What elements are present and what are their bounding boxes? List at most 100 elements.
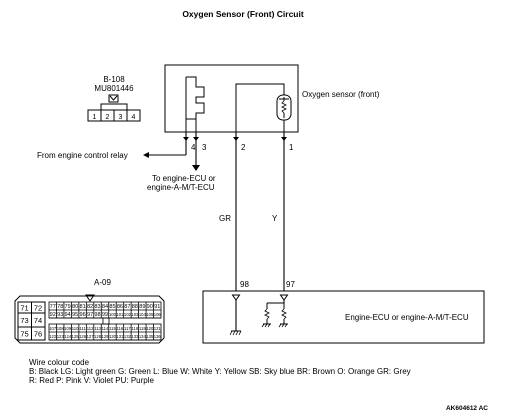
legend-title: Wire colour code bbox=[29, 358, 90, 367]
connector-a09-pin: 98 bbox=[94, 312, 100, 318]
engine-ecu: 98 97 Engine-ECU or engine-A-M/T-ECU bbox=[202, 280, 485, 344]
connector-a09-pin: 101 bbox=[116, 312, 124, 317]
connector-a09-pin: 114 bbox=[102, 326, 109, 331]
connector-a09-pin: 99 bbox=[102, 312, 108, 318]
connector-a09-pin: 89 bbox=[139, 304, 145, 310]
to-ecu-label-line-1: To engine-ECU or bbox=[152, 174, 216, 183]
connector-a09-big-pin: 76 bbox=[34, 330, 42, 339]
connector-a09-big-pin: 74 bbox=[34, 316, 42, 325]
sensor-terminal-2: 2 bbox=[241, 143, 246, 152]
from-relay-label: From engine control relay bbox=[37, 151, 128, 160]
connector-b108-pin-3: 3 bbox=[119, 114, 123, 121]
connector-a09-pin: 132 bbox=[124, 334, 132, 339]
connector-b108-label: B-108 bbox=[103, 75, 125, 84]
sensor-terminal-1: 1 bbox=[289, 143, 294, 152]
to-ecu-label-line-2: engine-A-M/T-ECU bbox=[147, 183, 215, 192]
ecu-terminal-97: 97 bbox=[286, 280, 295, 289]
connector-a09-pin: 128 bbox=[94, 334, 102, 339]
connector-a09-pin: 96 bbox=[79, 312, 85, 318]
connector-a09-pin: 90 bbox=[147, 304, 153, 310]
connector-a09-pin: 135 bbox=[146, 334, 154, 339]
connector-a09-pin: 134 bbox=[139, 334, 147, 339]
sensor-terminal-4: 4 bbox=[191, 143, 196, 152]
connector-a09-pin: 115 bbox=[109, 326, 116, 331]
wire-terminal-4: 4 From engine control relay bbox=[37, 132, 196, 160]
connector-b108-pin-1: 1 bbox=[93, 114, 97, 121]
diagram-title: Oxygen Sensor (Front) Circuit bbox=[182, 9, 304, 19]
connector-a09-pin: 84 bbox=[102, 304, 108, 310]
connector-a09-pin: 91 bbox=[154, 304, 160, 310]
connector-a09-pin: 112 bbox=[87, 326, 94, 331]
connector-a09-pin: 79 bbox=[65, 304, 71, 310]
connector-a09-pin: 87 bbox=[124, 304, 130, 310]
connector-a09-pin: 82 bbox=[87, 304, 93, 310]
connector-a09-pin: 104 bbox=[139, 312, 147, 317]
connector-b108-part-number: MU801446 bbox=[94, 84, 134, 93]
wire-colour-legend: Wire colour code B: Black LG: Light gree… bbox=[29, 358, 411, 385]
wire-y-color-code: Y bbox=[272, 214, 278, 223]
connector-a09-pin: 106 bbox=[154, 312, 162, 317]
connector-a09-pin: 103 bbox=[131, 312, 139, 317]
connector-a09-pin: 123 bbox=[57, 334, 65, 339]
connector-b108: B-108 MU801446 1 2 3 4 bbox=[87, 75, 141, 122]
connector-a09-pin: 116 bbox=[117, 326, 124, 331]
connector-a09-pin: 121 bbox=[154, 326, 162, 331]
sensor-terminal-3: 3 bbox=[202, 143, 207, 152]
connector-b108-pin-4: 4 bbox=[132, 114, 136, 121]
connector-a09-big-pin: 71 bbox=[20, 304, 28, 313]
connector-a09-pin: 95 bbox=[72, 312, 78, 318]
connector-a09-pin: 81 bbox=[79, 304, 85, 310]
connector-a09-pin: 85 bbox=[109, 304, 115, 310]
connector-a09-pin: 92 bbox=[50, 312, 56, 318]
wire-y: 1 Y bbox=[272, 132, 294, 295]
connector-b108-pin-2: 2 bbox=[106, 114, 110, 121]
connector-a09-pin: 105 bbox=[146, 312, 154, 317]
connector-a09-pin: 117 bbox=[124, 326, 131, 331]
connector-a09-pin: 88 bbox=[132, 304, 138, 310]
connector-a09-pin: 94 bbox=[65, 312, 71, 318]
oxygen-sensor-label: Oxygen sensor (front) bbox=[302, 90, 380, 99]
connector-a09-big-pin: 72 bbox=[34, 304, 42, 313]
connector-a09-pin: 129 bbox=[102, 334, 110, 339]
legend-line-1: B: Black LG: Light green G: Green L: Blu… bbox=[29, 367, 411, 376]
connector-a09-pin: 86 bbox=[117, 304, 123, 310]
connector-a09-pin: 110 bbox=[72, 326, 79, 331]
connector-a09-pin: 93 bbox=[57, 312, 63, 318]
connector-a09-pin: 131 bbox=[116, 334, 124, 339]
connector-a09-pin: 127 bbox=[87, 334, 95, 339]
connector-a09-key bbox=[102, 317, 110, 325]
wire-gr-color-code: GR bbox=[219, 214, 231, 223]
connector-a09-pin: 126 bbox=[79, 334, 87, 339]
ecu-terminal-98: 98 bbox=[240, 280, 249, 289]
connector-a09-pin: 108 bbox=[57, 326, 65, 331]
legend-line-2: R: Red P: Pink V: Violet PU: Purple bbox=[29, 376, 154, 385]
figure-code: AK604612 AC bbox=[446, 405, 488, 412]
connector-a09-pin: 102 bbox=[124, 312, 132, 317]
connector-a09-pin: 107 bbox=[49, 326, 57, 331]
connector-a09-big-pin: 73 bbox=[20, 316, 28, 325]
ecu-label: Engine-ECU or engine-A-M/T-ECU bbox=[345, 313, 469, 322]
connector-a09-pin: 111 bbox=[79, 326, 86, 331]
connector-a09-pin: 100 bbox=[109, 312, 117, 317]
connector-a09-label: A-09 bbox=[94, 278, 111, 287]
connector-a09-pin: 124 bbox=[64, 334, 72, 339]
connector-a09-pin: 120 bbox=[146, 326, 154, 331]
connector-a09-pin: 113 bbox=[94, 326, 101, 331]
connector-a09-pin: 78 bbox=[57, 304, 63, 310]
connector-a09-pin: 125 bbox=[72, 334, 80, 339]
connector-a09-pin: 83 bbox=[94, 304, 100, 310]
connector-a09-pin: 80 bbox=[72, 304, 78, 310]
wire-gr: 2 GR bbox=[219, 132, 246, 295]
connector-a09-pin: 122 bbox=[49, 334, 57, 339]
connector-a09-pin: 109 bbox=[64, 326, 72, 331]
connector-a09-pin: 136 bbox=[154, 334, 162, 339]
connector-a09-pin: 130 bbox=[109, 334, 117, 339]
connector-a09-pin: 119 bbox=[139, 326, 146, 331]
oxygen-sensor: Oxygen sensor (front) bbox=[164, 64, 380, 133]
connector-a09-pin: 133 bbox=[131, 334, 139, 339]
connector-a09-pin: 118 bbox=[132, 326, 139, 331]
